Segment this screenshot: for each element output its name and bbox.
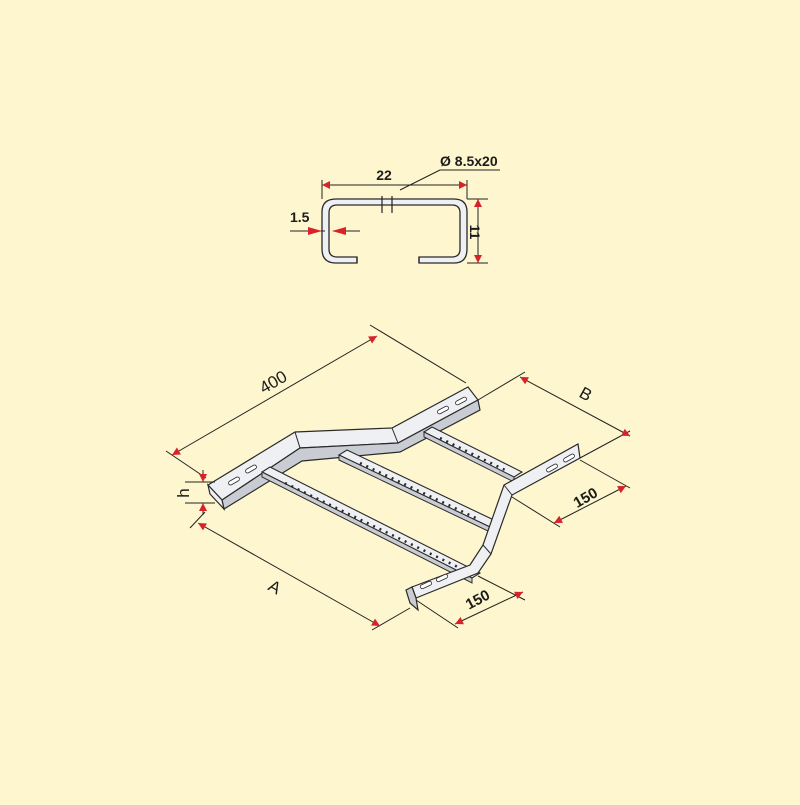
- end-width-right-dimension: 150: [511, 459, 631, 528]
- profile-height-label: 11: [467, 225, 483, 240]
- offset-b-label: B: [576, 383, 595, 405]
- end-left-label: 150: [463, 587, 493, 614]
- cable-ladder-offset-icon: 400 A B h 150: [165, 324, 631, 631]
- profile-height-dimension: 11: [467, 198, 488, 264]
- height-dimension: h: [174, 470, 215, 515]
- rung-2: [337, 449, 500, 533]
- offset-a-label: A: [265, 576, 285, 598]
- thickness-label: 1.5: [290, 209, 310, 225]
- slot-label: Ø 8.5x20: [440, 153, 498, 169]
- profile-width-dimension: 22: [321, 167, 468, 199]
- slot-dimension: Ø 8.5x20: [399, 153, 500, 191]
- c-channel-profile-icon: 22 Ø 8.5x20 1.5 11: [290, 153, 500, 264]
- rung-3: [422, 426, 524, 483]
- length-label: 400: [256, 367, 290, 398]
- height-label: h: [174, 488, 193, 497]
- profile-width-label: 22: [376, 167, 392, 183]
- rung-1: [260, 466, 482, 584]
- thickness-dimension: 1.5: [290, 209, 360, 235]
- offset-b-dimension: B: [477, 371, 631, 459]
- end-right-label: 150: [571, 484, 601, 511]
- back-side-rail: [206, 386, 481, 512]
